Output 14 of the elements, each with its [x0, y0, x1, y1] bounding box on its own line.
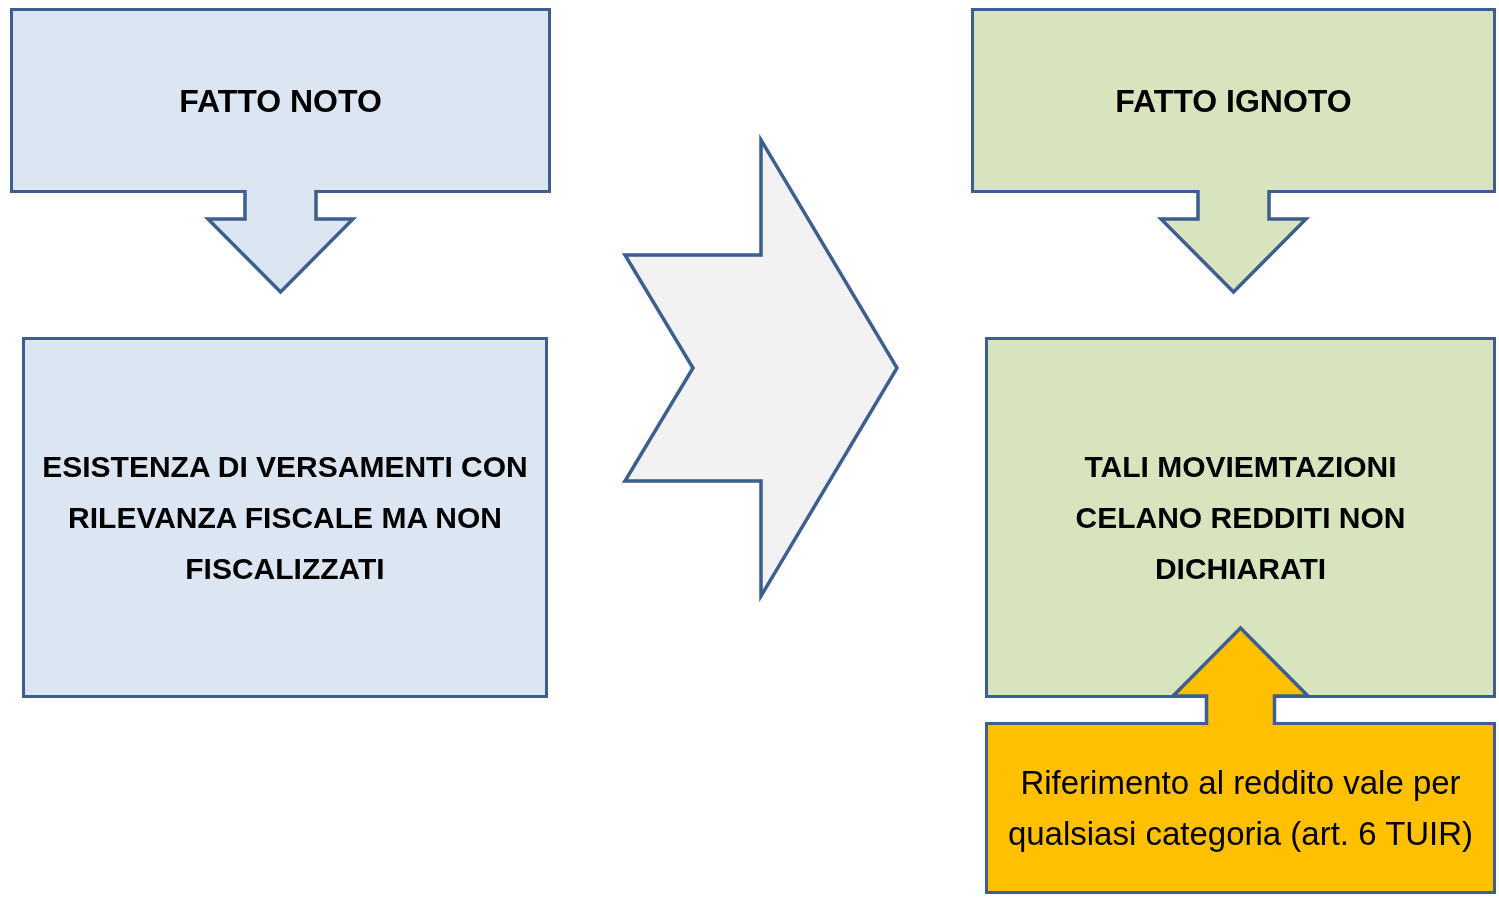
text-box [985, 722, 1496, 894]
block-arrow [1168, 625, 1313, 727]
block-arrow [203, 188, 358, 295]
box-text: ESISTENZA DI VERSAMENTI CON RILEVANZA FISCALE MA NON FISCALIZZATI [41, 449, 529, 587]
text-box [22, 337, 548, 698]
box-text: Riferimento al reddito vale per qualsiasi categoria (art. 6 TUIR) [1006, 763, 1475, 854]
text-box [10, 8, 551, 193]
box-text: FATTO NOTO [179, 81, 382, 121]
box-text: FATTO IGNOTO [1115, 81, 1352, 121]
text-box [985, 337, 1496, 698]
text-box [971, 8, 1496, 193]
chevron-arrow [621, 133, 900, 603]
box-text: TALI MOVIEMTAZIONI CELANO REDDITI NON DICHIARATI [1074, 449, 1407, 587]
block-arrow [1156, 188, 1311, 295]
